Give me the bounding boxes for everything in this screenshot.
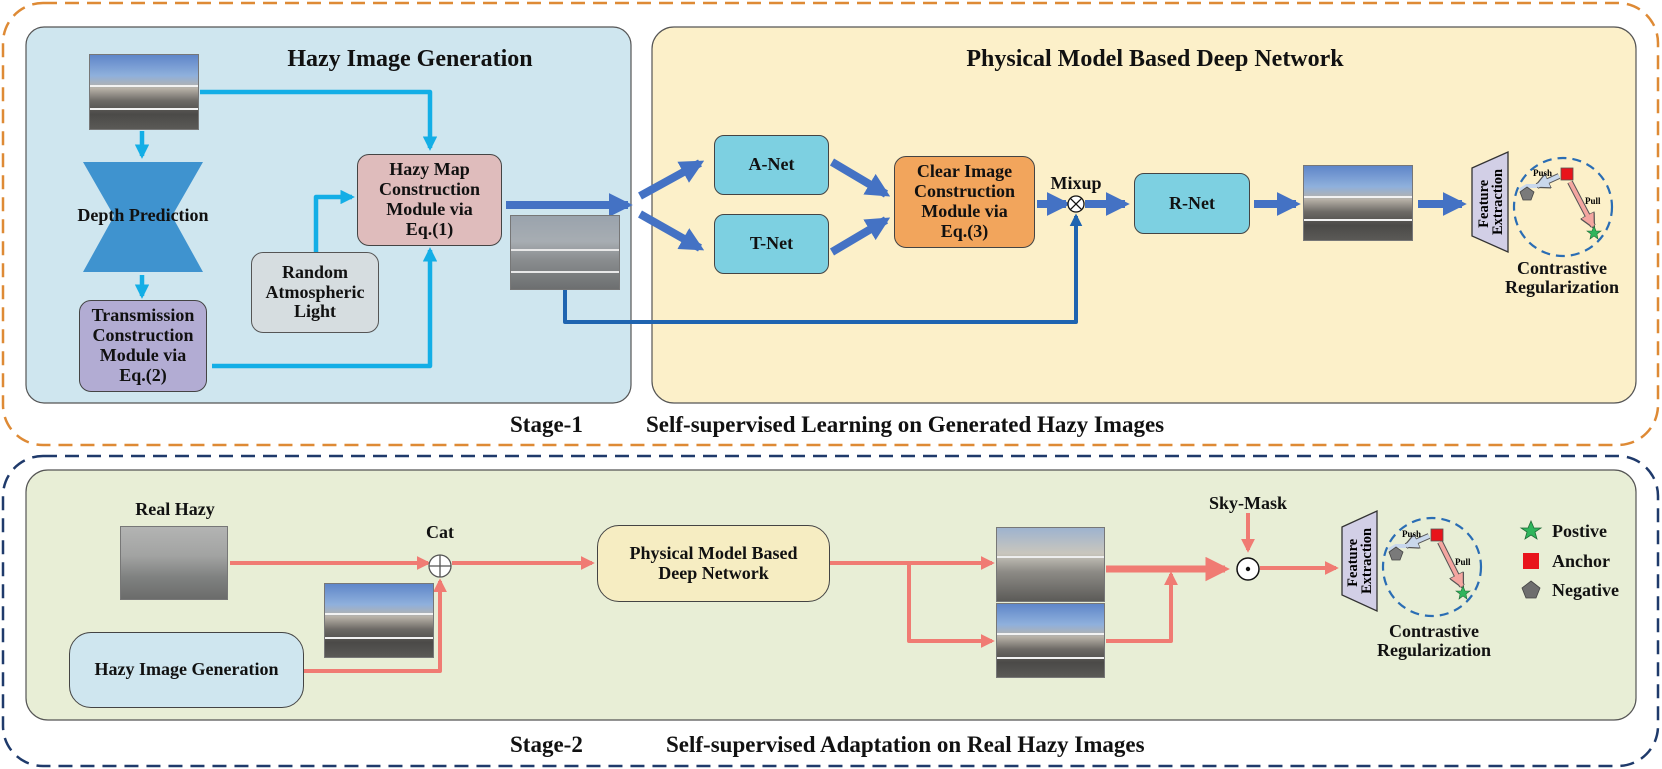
hazy-generation-title: Hazy Image Generation (287, 46, 533, 72)
t-net-box: T-Net (714, 214, 829, 274)
anchor-marker-2 (1430, 528, 1444, 542)
transmission-line-1: Transmission (91, 305, 195, 326)
hazy-map-line-4: Eq.(1) (405, 218, 454, 239)
stage2-number: Stage-2 (510, 732, 583, 757)
clear-line-1: Clear Image (916, 161, 1013, 182)
positive-marker-1 (1586, 225, 1602, 240)
random-light-line-1: Random (281, 261, 348, 282)
arrow-split-to-tnet (638, 210, 705, 252)
pull-label-1: Pull (1585, 196, 1601, 206)
mixup-operator (1067, 195, 1085, 213)
contrastive2-line-1: Contrastive (1389, 621, 1479, 641)
physical-network-title: Physical Model Based Deep Network (966, 46, 1344, 72)
feature-extraction-label-1: Feature Extraction (1476, 169, 1506, 235)
push-arrow-1-tail (1519, 184, 1537, 192)
clear-image-module: Clear Image Construction Module via Eq.(… (894, 156, 1035, 248)
arrow-hazygen-to-cat (304, 578, 447, 673)
stage2-caption: Self-supervised Adaptation on Real Hazy … (666, 732, 1145, 757)
random-light-line-3: Light (293, 301, 336, 322)
physical-line-2: Deep Network (658, 562, 769, 583)
physical-line-1: Physical Model Based (629, 542, 798, 563)
clear-line-4: Eq.(3) (940, 220, 989, 241)
synthetic-hazy-image (324, 583, 434, 658)
a-net-box: A-Net (714, 135, 829, 195)
contrastive-line-2: Regularization (1505, 276, 1619, 297)
hazy-image-generation-box: Hazy Image Generation (69, 632, 304, 708)
cat-label: Cat (426, 522, 454, 542)
push-label-1: Push (1533, 168, 1552, 178)
hazy-map-line-3: Module via (386, 199, 473, 219)
dehazed-output-image (1303, 165, 1413, 241)
arrow-bottom-output-up (1106, 571, 1178, 643)
anchor-marker-1 (1560, 167, 1574, 181)
negative-marker-1 (1519, 186, 1535, 201)
stage1-caption: Self-supervised Learning on Generated Ha… (646, 412, 1165, 437)
arrow-photo-to-hazymap (200, 89, 438, 151)
pull-arrow-1-fill (1568, 181, 1595, 227)
hadamard-operator (1236, 557, 1260, 581)
push-arrow-2-tail (1388, 544, 1406, 552)
transmission-line-3: Module via (99, 345, 187, 365)
contrastive-line-1: Contrastive (1517, 258, 1607, 278)
red-square-icon (1523, 553, 1539, 569)
contrastive-circle-1 (1512, 156, 1614, 258)
real-hazy-label: Real Hazy (135, 499, 215, 519)
legend-postive: Postive (1552, 521, 1607, 541)
sky-mask-label: Sky-Mask (1208, 493, 1288, 513)
clear-line-3: Module via (921, 201, 1008, 221)
arrow-transmission-to-hazymap (212, 247, 438, 369)
stage1-number: Stage-1 (510, 412, 583, 437)
hazy-map-module: Hazy Map Construction Module via Eq.(1) (357, 154, 502, 246)
clear-line-2: Construction (913, 181, 1015, 202)
arrow-network-to-bottom-output (907, 563, 995, 648)
mixup-label: Mixup (1050, 173, 1102, 193)
r-net-box: R-Net (1134, 173, 1250, 234)
generated-hazy-image (510, 215, 620, 290)
hazy-map-line-1: Hazy Map (389, 159, 470, 180)
push-arrow-2-fill (1405, 534, 1430, 548)
arrow-anet-to-clear (829, 158, 891, 198)
contrastive-label-2: Contrastive Regularization (1356, 622, 1512, 660)
contrastive2-line-2: Regularization (1377, 639, 1491, 660)
stage2-output-image-2 (996, 603, 1105, 678)
transmission-line-4: Eq.(2) (119, 364, 167, 385)
depth-prediction-label: Depth Prediction (77, 205, 209, 225)
pull-label-2: Pull (1455, 557, 1471, 567)
arrow-split-to-anet (638, 159, 705, 200)
legend-negative: Negative (1552, 580, 1619, 600)
arrow-tnet-to-clear (829, 216, 891, 256)
arrow-light-to-hazymap (313, 189, 355, 254)
contrastive-label-1: Contrastive Regularization (1484, 259, 1640, 297)
stage1-frame (1, 1, 1660, 447)
transmission-module: Transmission Construction Module via Eq.… (79, 300, 207, 392)
depth-prediction-shape (83, 162, 203, 272)
push-arrow-1-fill (1536, 174, 1560, 188)
feature-extraction-block-1 (1471, 150, 1509, 254)
arrow-hazy-to-mixup (563, 213, 1083, 324)
positive-marker-2 (1455, 585, 1471, 600)
legend-anchor: Anchor (1552, 551, 1610, 571)
gray-pentagon-icon (1521, 580, 1541, 599)
green-star-icon (1519, 519, 1543, 540)
feature-extraction-block-2 (1341, 509, 1378, 613)
stage2-frame (1, 454, 1660, 768)
random-light-box: Random Atmospheric Light (251, 252, 379, 333)
contrastive-circle-2 (1381, 516, 1483, 618)
pull-arrow-2-fill (1438, 541, 1464, 587)
transmission-line-2: Construction (92, 325, 194, 346)
feature-extraction-label-2: Feature Extraction (1345, 528, 1375, 594)
negative-marker-2 (1388, 546, 1404, 561)
cat-operator (428, 554, 452, 578)
hazy-map-line-2: Construction (378, 179, 480, 200)
clear-input-image (89, 54, 199, 130)
random-light-line-2: Atmospheric (265, 281, 365, 302)
physical-network-box: Physical Model Based Deep Network (597, 525, 830, 602)
push-label-2: Push (1402, 529, 1421, 539)
stage2-output-image-1 (996, 527, 1105, 602)
real-hazy-image (120, 526, 228, 600)
